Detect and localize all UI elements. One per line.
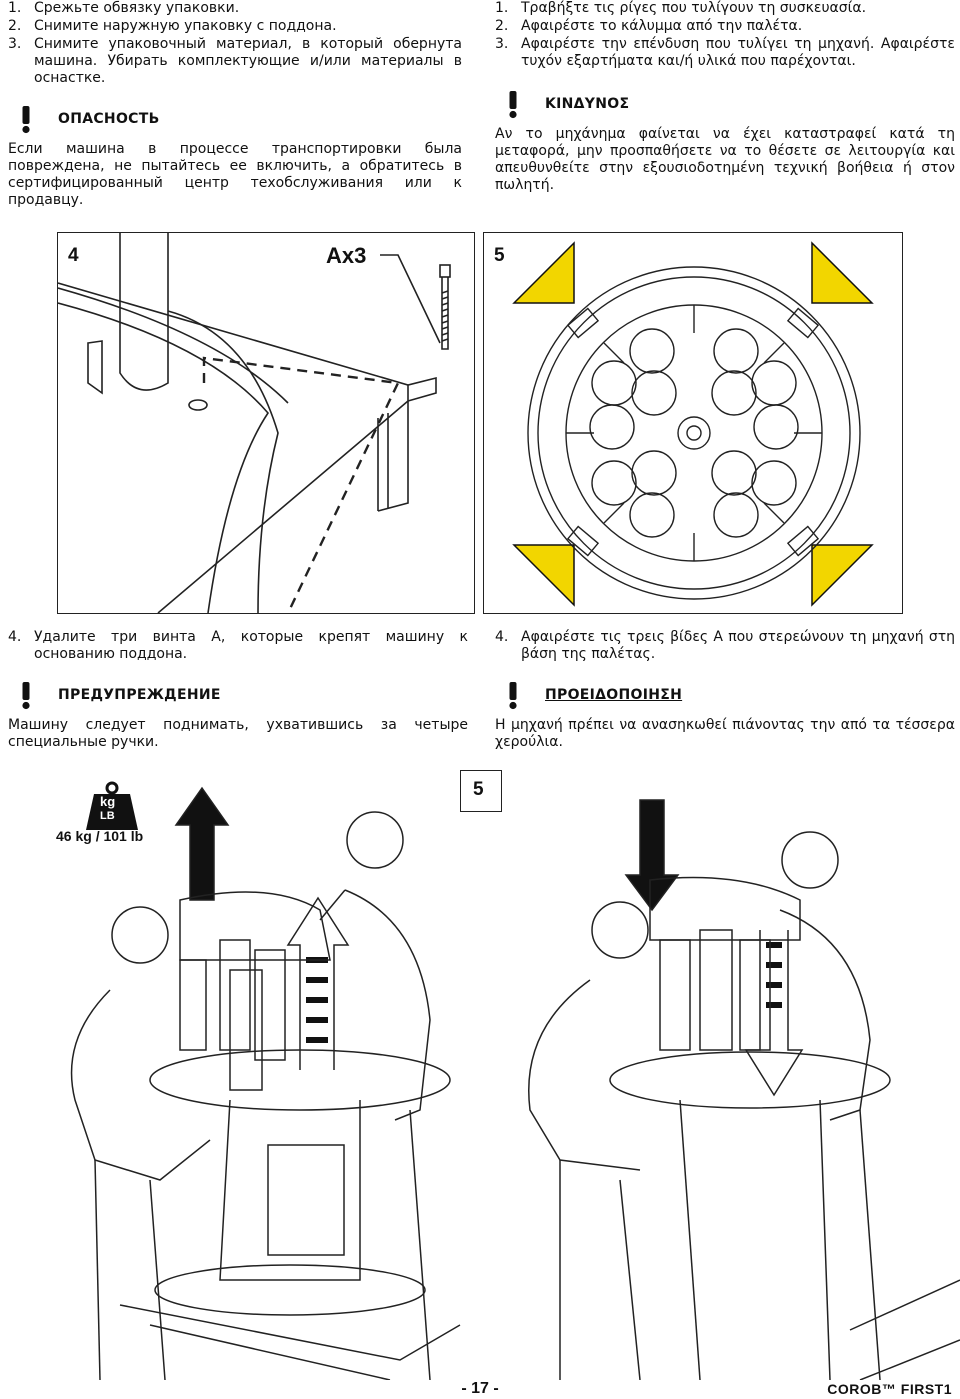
warning-text: Η μηχανή πρέπει να ανασηκωθεί πιάνοντας … [495,717,955,750]
brand-footer: COROB™ FIRST1 [827,1381,952,1397]
step-number: 2. [495,18,509,34]
gr-step-4-section: 4. Αφαιρέστε τις τρεις βίδες A που στερε… [495,629,955,751]
ru-step-list: 1. Срежьте обвязку упаковки. 2. Снимите на… [8,0,462,87]
step-text: Αφαιρέστε τις τρεις βίδες A που στερεώνο… [521,629,955,662]
figure-5-label: 5 [494,245,505,266]
gr-step-2: 2. Αφαιρέστε το κάλυμμα από την παλέτα. [495,18,955,35]
gr-step-4: 4. Αφαιρέστε τις τρεις βίδες A που στερε… [495,629,955,663]
danger-text: Αν το μηχάνημα φαίνεται να έχει καταστρα… [495,126,955,193]
figure-4-label: 4 [68,245,79,266]
step-number: 1. [8,0,22,16]
weight-icon [86,781,138,830]
step-text: Снимите упаковочный материал, в который … [34,36,462,86]
step-number: 3. [495,36,509,52]
step-number: 2. [8,18,22,34]
step-number: 4. [495,629,509,645]
ru-step-4: 4. Удалите три винта A, которые крепят м… [8,629,468,663]
figure-5b-label: 5 [473,779,484,800]
step-text: Снимите наружную упаковку с поддона. [34,18,337,34]
ru-step-3: 3. Снимите упаковочный материал, в которы… [8,36,462,87]
page-number: - 17 - [461,1380,499,1397]
warning-triangle-icon [22,682,30,710]
warning-triangle-icon [22,106,30,134]
step-text: Αφαιρέστε το κάλυμμα από την παλέτα. [521,18,803,34]
warning-title: ΠΡΟΕΙΔΟΠΟΙΗΣΗ [545,686,683,703]
weight-unit-lb: LB [100,810,115,822]
warning-triangle-icon [509,91,517,119]
gr-step-list: 1. Τραβήξτε τις ρίγες που τυλίγουν τη συσ… [495,0,955,70]
gr-step-1: 1. Τραβήξτε τις ρίγες που τυλίγουν τη συσ… [495,0,955,17]
warning-title: ПРЕДУПРЕЖДЕНИЕ [58,686,221,703]
danger-title: ΚΙΝΔΥΝΟΣ [545,95,630,112]
ru-step-2: 2. Снимите наружную упаковку с поддона. [8,18,462,35]
pallet-screw-illustration [58,233,451,613]
ru-intro-section: 1. Срежьте обвязку упаковки. 2. Снимите на… [8,0,462,209]
weight-indicator: kg LB 46 kg / 101 lb [50,780,170,850]
ru-warning-heading: ПРЕДУПРЕЖДЕНИЕ [8,679,468,711]
ru-danger-heading: ОПАСНОСТЬ [8,103,462,135]
step-number: 4. [8,629,22,645]
step-number: 3. [8,36,22,52]
gr-step-3: 3. Αφαιρέστε την επένδυση που τυλίγει τη … [495,36,955,70]
machine-top-view-illustration [512,241,874,607]
step-text: Αφαιρέστε την επένδυση που τυλίγει τη μη… [521,36,955,69]
step-text: Удалите три винта A, которые крепят маши… [34,629,468,662]
figure-5b-label-box: 5 [460,770,502,812]
gr-danger-heading: ΚΙΝΔΥΝΟΣ [495,88,955,120]
warning-triangle-icon [509,682,517,710]
ru-step-1: 1. Срежьте обвязку упаковки. [8,0,462,17]
figure-4-panel: 4 Ax3 [57,232,475,614]
danger-title: ОПАСНОСТЬ [58,110,160,127]
lifting-illustration [70,786,960,1380]
danger-text: Если машина в процессе транспортировки б… [8,141,462,208]
gr-intro-section: 1. Τραβήξτε τις ρίγες που τυλίγουν τη συσ… [495,0,955,194]
weight-text: 46 kg / 101 lb [56,828,144,844]
warning-text: Машину следует поднимать, ухватившись за… [8,717,468,750]
step-number: 1. [495,0,509,16]
weight-unit-kg: kg [100,794,116,809]
ru-step-4-section: 4. Удалите три винта A, которые крепят м… [8,629,468,751]
step-text: Срежьте обвязку упаковки. [34,0,240,16]
gr-warning-heading: ΠΡΟΕΙΔΟΠΟΙΗΣΗ [495,679,955,711]
screw-quantity-callout: Ax3 [326,243,367,268]
figure-5-panel: 5 [483,232,903,614]
step-text: Τραβήξτε τις ρίγες που τυλίγουν τη συσκε… [521,0,867,16]
